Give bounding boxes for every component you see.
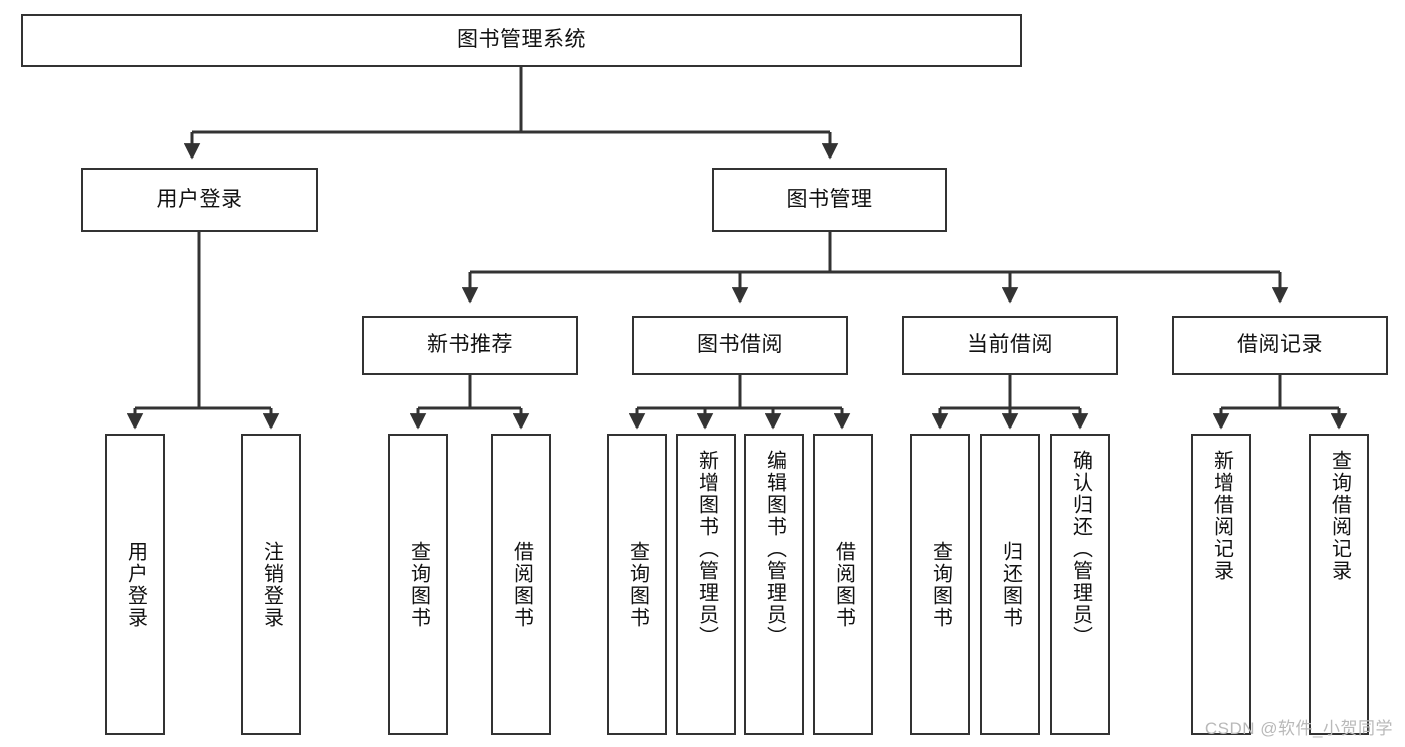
node-leaf-user-logout[interactable]: 注销登录 bbox=[241, 434, 301, 735]
node-leaf-borrow-book-label: 借阅图书 bbox=[832, 540, 855, 629]
node-leaf-add-record[interactable]: 新增借阅记录 bbox=[1191, 434, 1251, 735]
node-leaf-add-book[interactable]: 新增图书（管理员） bbox=[676, 434, 736, 735]
node-book-manage[interactable]: 图书管理 bbox=[712, 168, 947, 232]
node-current-borrow-label: 当前借阅 bbox=[967, 333, 1053, 357]
node-book-manage-label: 图书管理 bbox=[786, 187, 873, 211]
node-leaf-borrow-book-rec-label: 借阅图书 bbox=[510, 540, 533, 629]
node-leaf-borrow-book-rec[interactable]: 借阅图书 bbox=[491, 434, 551, 735]
node-leaf-edit-book[interactable]: 编辑图书（管理员） bbox=[744, 434, 804, 735]
node-book-borrow-label: 图书借阅 bbox=[697, 333, 783, 357]
node-current-borrow[interactable]: 当前借阅 bbox=[902, 316, 1118, 375]
node-leaf-user-logout-label: 注销登录 bbox=[260, 540, 283, 629]
node-leaf-query-book-rec[interactable]: 查询图书 bbox=[388, 434, 448, 735]
node-user-login[interactable]: 用户登录 bbox=[81, 168, 318, 232]
node-borrow-record[interactable]: 借阅记录 bbox=[1172, 316, 1388, 375]
node-leaf-add-record-label: 新增借阅记录 bbox=[1210, 450, 1233, 582]
node-leaf-confirm-return-label: 确认归还（管理员） bbox=[1069, 450, 1092, 648]
node-leaf-borrow-book[interactable]: 借阅图书 bbox=[813, 434, 873, 735]
node-leaf-query-book-cur-label: 查询图书 bbox=[929, 540, 952, 629]
node-leaf-add-book-label: 新增图书（管理员） bbox=[695, 450, 718, 648]
node-leaf-query-record-label: 查询借阅记录 bbox=[1328, 450, 1351, 582]
node-leaf-edit-book-label: 编辑图书（管理员） bbox=[763, 450, 786, 648]
node-borrow-record-label: 借阅记录 bbox=[1237, 333, 1323, 357]
node-leaf-return-book-label: 归还图书 bbox=[999, 540, 1022, 629]
node-root[interactable]: 图书管理系统 bbox=[21, 14, 1022, 67]
node-leaf-query-record[interactable]: 查询借阅记录 bbox=[1309, 434, 1369, 735]
node-leaf-query-book-cur[interactable]: 查询图书 bbox=[910, 434, 970, 735]
node-leaf-user-login-label: 用户登录 bbox=[124, 540, 147, 629]
node-leaf-query-book-borrow[interactable]: 查询图书 bbox=[607, 434, 667, 735]
node-book-borrow[interactable]: 图书借阅 bbox=[632, 316, 848, 375]
node-new-book-recommend-label: 新书推荐 bbox=[427, 333, 513, 357]
csdn-watermark: CSDN @软件_小贺同学 bbox=[1204, 719, 1393, 738]
node-new-book-recommend[interactable]: 新书推荐 bbox=[362, 316, 578, 375]
node-leaf-query-book-rec-label: 查询图书 bbox=[407, 540, 430, 629]
node-leaf-query-book-borrow-label: 查询图书 bbox=[626, 540, 649, 629]
node-leaf-user-login[interactable]: 用户登录 bbox=[105, 434, 165, 735]
node-user-login-label: 用户登录 bbox=[156, 187, 243, 211]
node-leaf-confirm-return[interactable]: 确认归还（管理员） bbox=[1050, 434, 1110, 735]
node-root-label: 图书管理系统 bbox=[457, 28, 586, 52]
node-leaf-return-book[interactable]: 归还图书 bbox=[980, 434, 1040, 735]
